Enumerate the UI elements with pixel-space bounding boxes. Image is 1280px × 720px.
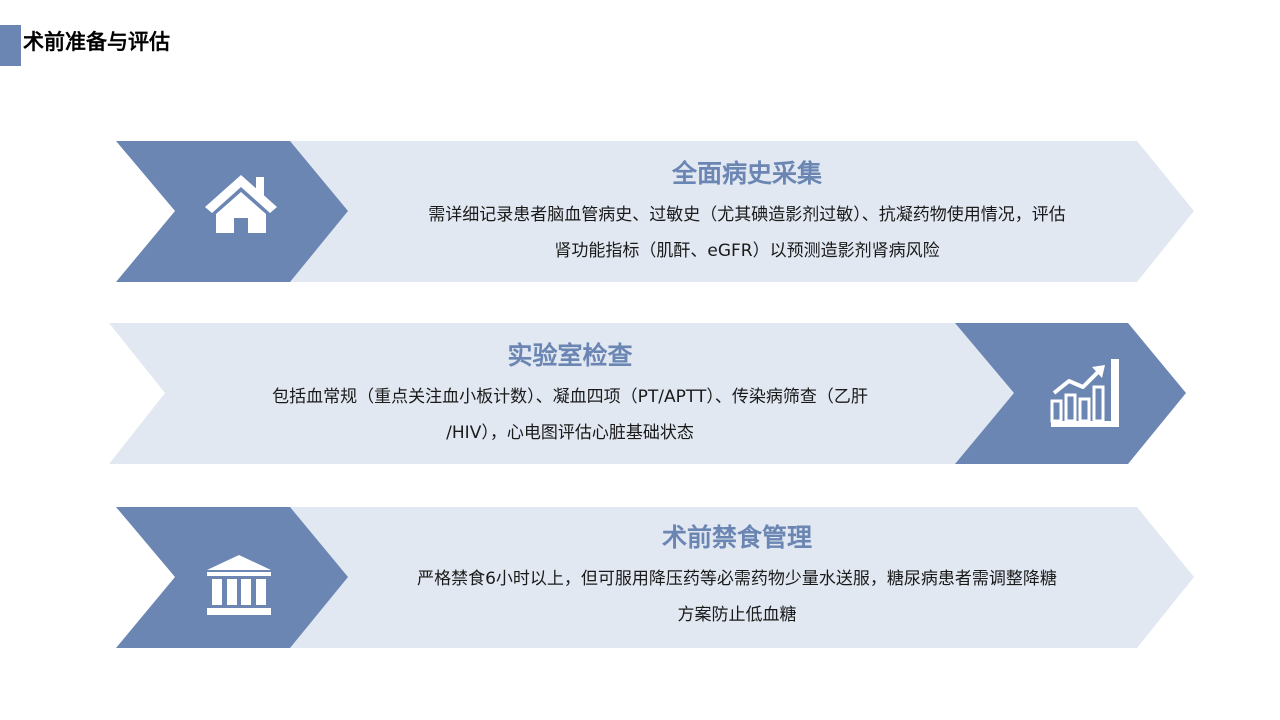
step-card-lab-tests: 实验室检查 包括血常规（重点关注血小板计数）、凝血四项（PT/APTT）、传染病… xyxy=(0,323,1280,465)
description-line: 肾功能指标（肌酐、eGFR）以预测造影剂肾病风险 xyxy=(554,241,940,261)
item-heading: 实验室检查 xyxy=(507,341,633,370)
description-line: 需详细记录患者脑血管病史、过敏史（尤其碘造影剂过敏）、抗凝药物使用情况，评估 xyxy=(428,205,1066,225)
description-line: 方案防止低血糖 xyxy=(677,605,797,625)
item-description: 严格禁食6小时以上，但可服用降压药等必需药物少量水送服，糖尿病患者需调整降糖 方… xyxy=(352,561,1122,633)
step-card-medical-history: 全面病史采集 需详细记录患者脑血管病史、过敏史（尤其碘造影剂过敏）、抗凝药物使用… xyxy=(0,141,1280,283)
description-line: 包括血常规（重点关注血小板计数）、凝血四项（PT/APTT）、传染病筛查（乙肝 xyxy=(272,387,868,407)
arrow-banner xyxy=(116,507,1194,648)
home-icon xyxy=(205,175,277,233)
step-card-fasting: 术前禁食管理 严格禁食6小时以上，但可服用降压药等必需药物少量水送服，糖尿病患者… xyxy=(0,507,1280,649)
title-accent-bar xyxy=(0,25,21,66)
item-description: 需详细记录患者脑血管病史、过敏史（尤其碘造影剂过敏）、抗凝药物使用情况，评估 肾… xyxy=(352,197,1142,269)
institution-icon xyxy=(207,555,271,615)
item-heading: 术前禁食管理 xyxy=(661,523,812,552)
description-line: 严格禁食6小时以上，但可服用降压药等必需药物少量水送服，糖尿病患者需调整降糖 xyxy=(417,569,1057,589)
item-description: 包括血常规（重点关注血小板计数）、凝血四项（PT/APTT）、传染病筛查（乙肝 … xyxy=(140,379,1000,451)
item-heading: 全面病史采集 xyxy=(671,159,822,188)
growth-chart-icon xyxy=(1050,359,1119,427)
page-title: 术前准备与评估 xyxy=(23,30,170,54)
description-line: /HIV），心电图评估心脏基础状态 xyxy=(446,423,694,443)
